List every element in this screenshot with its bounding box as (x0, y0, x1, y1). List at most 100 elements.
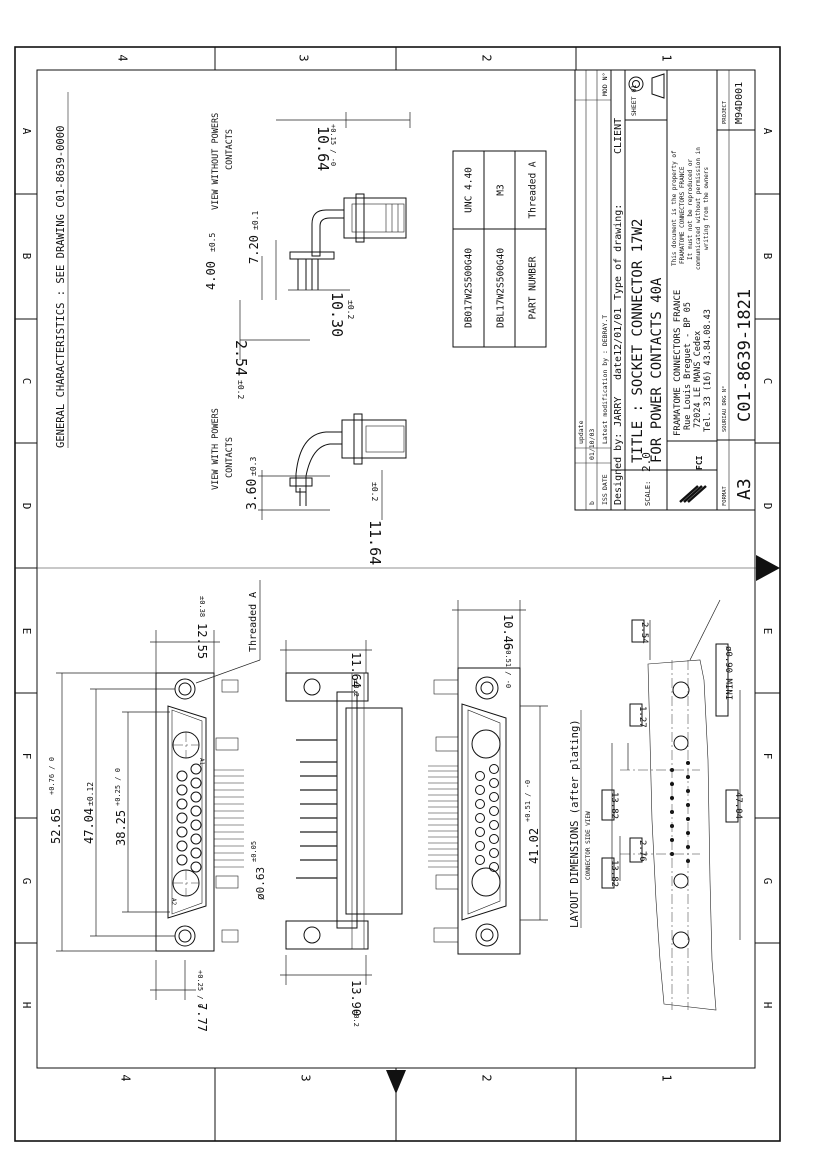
row-label-f-left: F (20, 753, 33, 760)
row-label-c-right: C (761, 378, 774, 385)
scale-label: SCALE: (644, 481, 652, 506)
drawing-title-line-1: TITLE : SOCKET CONNECTOR 17W2 (630, 219, 646, 463)
rev-iss-value: b (588, 501, 596, 505)
table-thread-m3: M3 (496, 184, 507, 195)
layout-dim-13-82-b: 13.82 (609, 860, 619, 887)
row-label-e-left: E (20, 628, 33, 635)
col-label-2-bottom: 2 (480, 1074, 494, 1081)
projection-symbol-icon (628, 73, 665, 99)
part-number-table: PART NUMBER DBL17W2S500G40 DB017W2S500G4… (452, 150, 547, 348)
row-label-b-left: B (20, 253, 33, 260)
signal-contact-array (176, 763, 202, 873)
dim-7-20-tol: ±0.1 (251, 211, 260, 230)
format-value: A3 (734, 478, 755, 500)
col-label-3-bottom: 3 (299, 1074, 313, 1081)
dim-12-55: 12.55 (195, 623, 209, 659)
view-without-powers-title-2: CONTACTS (225, 129, 235, 170)
company-line-3: 72024 LE MANS Cedex (693, 331, 703, 428)
row-label-e-right: E (761, 628, 774, 635)
layout-dim-2-76: 2.76 (637, 840, 647, 862)
rev-header-mod-no: MOD N° (601, 73, 609, 96)
threaded-a-callout: Threaded A (248, 592, 259, 652)
type-of-drawing-label: Type of drawing: (613, 204, 624, 300)
table-header-threaded: Threaded A (528, 161, 539, 218)
dim-10-64: 10.64 (314, 126, 332, 171)
dim-10-30-tol: ±0.2 (346, 300, 355, 319)
drawing-frame (14, 46, 781, 1142)
layout-dim-1-27: 1.27 (637, 706, 647, 728)
property-line-2: FRAMATOME CONNECTORS FRANCE (679, 166, 686, 264)
table-part-dbl: DBL17W2S500G40 (496, 248, 507, 328)
title-block: b 01/10/03 update ISS DATE Latest modifi… (574, 69, 756, 511)
sheet-number: SHEET 01 (630, 85, 638, 116)
dim-0-63-tol: ±0.05 (250, 841, 258, 862)
designed-by: Designed by: JARRY (613, 397, 624, 505)
format-label: FORMAT (722, 485, 728, 506)
dim-11-64-tol: ±0.2 (370, 482, 379, 501)
dim-4-00-tol: ±0.5 (208, 233, 217, 252)
row-label-c-left: C (20, 378, 33, 385)
rev-header-date: DATE (601, 474, 609, 490)
side-view: 11.64 ±0.2 13.90 ±0.2 (280, 640, 403, 1027)
col-label-1-top: 1 (660, 54, 674, 61)
dim-7-20: 7.20 (247, 235, 261, 264)
row-label-h-left: H (20, 1002, 33, 1009)
column-labels: 4 3 2 1 4 3 2 1 (116, 54, 674, 1081)
layout-dim-0-90-mini: ø0.90 MINI (723, 646, 733, 700)
col-label-4-bottom: 4 (119, 1074, 133, 1081)
row-label-b-right: B (761, 253, 774, 260)
dim-10-46-tol: +0.51 / -0 (504, 646, 512, 688)
dim-11-64: 11.64 (366, 520, 384, 565)
drawing-number: C01-8639-1821 (735, 289, 755, 422)
col-label-1-bottom: 1 (660, 1074, 674, 1081)
dim-13-90: 13.90 (349, 980, 363, 1016)
table-thread-unc: UNC 4.40 (464, 167, 475, 213)
dim-38-25: 38.25 (114, 810, 128, 846)
type-of-drawing-client: CLIENT (613, 118, 624, 154)
dim-52-65-tol: +0.76 / 0 (48, 757, 56, 795)
dim-2-54: 2.54 (232, 340, 250, 376)
drawing-number-label: SOURIAU DRG N° (722, 386, 728, 432)
fci-logo-icon: FCI (679, 455, 707, 503)
dim-41-02-tol: +0.51 / -0 (524, 780, 532, 822)
dim-38-25-tol: +0.25 / 0 (114, 768, 122, 806)
dim-52-65: 52.65 (49, 808, 63, 844)
property-line-4: communicated without permission in (695, 147, 702, 270)
row-label-d-right: D (761, 503, 774, 510)
view-without-powers-title-1: VIEW WITHOUT POWERS (211, 113, 221, 210)
pin-label-a2: A2 (170, 898, 177, 906)
design-date: date12/01/01 (613, 308, 624, 380)
dim-7-77-tol: +0.25 / 0 (196, 970, 204, 1008)
dim-7-77: 7.77 (195, 1003, 209, 1032)
row-label-a-left: A (20, 128, 33, 135)
property-line-1: This document is the property of (671, 150, 678, 266)
drawing-title-line-2: FOR POWER CONTACTS 40A (649, 277, 665, 463)
pin-label-a1: A1 (198, 758, 205, 766)
view-without-powers: VIEW WITHOUT POWERS CONTACTS 10.64 +0.15… (204, 112, 411, 399)
layout-dim-2-54: 2.54 (639, 622, 649, 644)
row-label-g-left: G (20, 878, 33, 885)
rev-header-iss: ISS (601, 493, 609, 505)
back-view: 10.46 +0.51 / -0 41.02 +0.51 / -0 (428, 600, 548, 955)
row-label-h-right: H (761, 1002, 774, 1009)
row-label-a-right: A (761, 128, 774, 135)
company-line-1: FRAMATOME CONNECTORS FRANCE (673, 290, 683, 436)
row-label-f-right: F (761, 753, 774, 760)
layout-dim-13-82-a: 13.82 (609, 792, 619, 819)
dim-12-55-tol: ±0.38 (198, 596, 206, 617)
company-line-4: Tel. 33 (16) 43.84.08.43 (703, 309, 713, 432)
row-label-g-right: G (761, 878, 774, 885)
dim-4-00: 4.00 (204, 261, 218, 290)
centering-arrow-bottom-icon (386, 1070, 406, 1094)
property-line-3: It must not be reproduced or (687, 158, 694, 260)
col-label-3-top: 3 (297, 54, 311, 61)
fci-logo-text: FCI (695, 455, 704, 470)
row-labels: A B C D E F G H A B C D E F G H (20, 128, 774, 1009)
dim-10-30: 10.30 (328, 292, 346, 337)
company-line-2: Rue Louis Breguet - BP 05 (683, 302, 693, 430)
dim-41-02: 41.02 (527, 828, 541, 864)
row-label-d-left: D (20, 503, 33, 510)
view-with-powers-title-1: VIEW WITH POWERS (211, 408, 221, 490)
dim-0-63: ø0.63 (254, 867, 267, 900)
